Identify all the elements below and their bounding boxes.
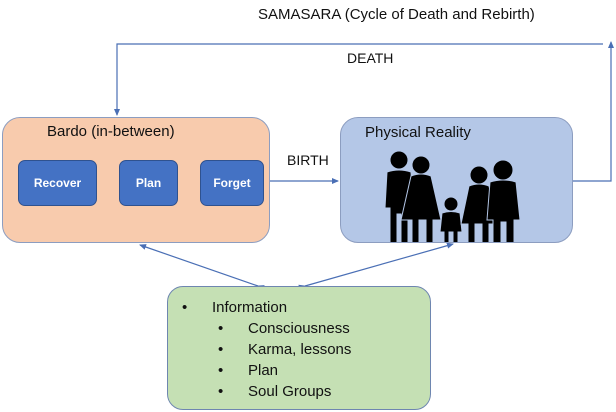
step-label: Recover xyxy=(33,176,82,190)
list-item-text: Karma, lessons xyxy=(248,341,352,358)
step-label: Plan xyxy=(135,176,162,190)
diagram-title-text: SAMASARA (Cycle of Death and Rebirth) xyxy=(258,6,535,23)
bardo-box: Bardo (in-between) Recover Plan Forget xyxy=(2,117,270,243)
step-recover: Recover xyxy=(18,160,97,206)
list-item-text: Plan xyxy=(248,362,279,379)
step-forget: Forget xyxy=(200,160,264,206)
step-label: Forget xyxy=(213,176,251,190)
bullet-icon: • xyxy=(218,320,224,337)
bullet-icon: • xyxy=(218,362,224,379)
bullet-icon: • xyxy=(218,383,224,400)
bullet-icon: • xyxy=(182,299,188,316)
list-item: • Soul Groups xyxy=(218,383,331,400)
list-item-text: Soul Groups xyxy=(248,383,332,400)
list-item: • Plan xyxy=(218,362,278,379)
step-plan: Plan xyxy=(119,160,178,206)
bullet-icon: • xyxy=(218,341,224,358)
list-item: • Karma, lessons xyxy=(218,341,351,358)
samsara-loop-up-arrow xyxy=(573,41,614,182)
information-heading: Information xyxy=(212,299,288,316)
information-box: • Information • Consciousness • Karma, less… xyxy=(167,286,431,410)
birth-label: BIRTH xyxy=(287,152,329,168)
bardo-info-arrow xyxy=(139,244,265,291)
physical-info-arrow xyxy=(298,242,454,291)
bardo-title: Bardo (in-between) xyxy=(47,123,175,140)
list-item: • Consciousness xyxy=(218,320,350,337)
physical-reality-box: Physical Reality xyxy=(340,117,573,243)
information-heading-item: • Information xyxy=(182,299,287,316)
death-label: DEATH xyxy=(347,50,394,66)
death-arrow xyxy=(114,43,603,116)
physical-title: Physical Reality xyxy=(365,124,471,141)
list-item-text: Consciousness xyxy=(248,320,350,337)
family-icon xyxy=(384,150,521,242)
